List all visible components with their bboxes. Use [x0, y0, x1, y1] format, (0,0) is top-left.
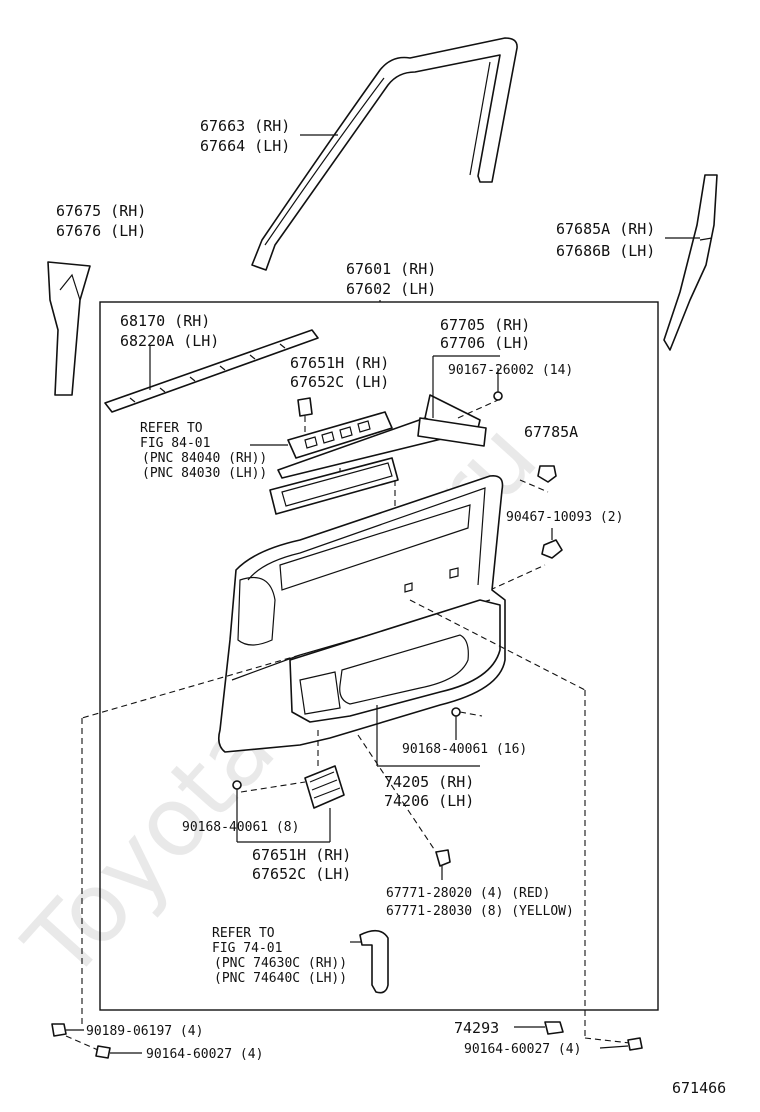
label-90168-8: 90168-40061 (8)	[182, 820, 299, 835]
label-67652c-bot: 67652C (LH)	[252, 865, 351, 883]
label-74293: 74293	[454, 1019, 499, 1037]
clip-90168-8	[232, 780, 306, 842]
fastener-90164-right	[599, 1037, 643, 1051]
label-67771-yellow: 67771-28030 (8) (YELLOW)	[386, 904, 574, 919]
label-90467: 90467-10093 (2)	[506, 510, 623, 525]
label-67705: 67705 (RH)	[440, 316, 530, 334]
label-67652c-top: 67652C (LH)	[290, 373, 389, 391]
label-90189: 90189-06197 (4)	[86, 1024, 203, 1039]
armrest-cover	[237, 730, 345, 843]
refer2-line1: REFER TO	[212, 926, 275, 941]
label-67771-red: 67771-28020 (4) (RED)	[386, 886, 550, 901]
fastener-90189	[51, 1023, 84, 1037]
label-68170: 68170 (RH)	[120, 312, 210, 330]
clip-90167	[457, 368, 503, 419]
refer2-line3: (PNC 74630C (RH))	[214, 956, 347, 971]
label-90164-right: 90164-60027 (4)	[464, 1042, 581, 1057]
armrest	[289, 599, 501, 767]
fastener-90164-left	[65, 1035, 142, 1059]
refer1-line4: (PNC 84030 (LH))	[142, 466, 267, 481]
fastener-74293	[514, 1021, 564, 1035]
assist-grip	[350, 929, 389, 994]
label-67685a: 67685A (RH)	[556, 220, 655, 238]
switch-base	[297, 397, 313, 432]
clip-90467	[489, 528, 563, 591]
pillar-trim-right	[663, 174, 718, 351]
upper-trim-panel	[277, 355, 500, 479]
refer2-line2: FIG 74-01	[212, 941, 282, 956]
clip-67771	[357, 734, 451, 880]
label-67686b: 67686B (LH)	[556, 242, 655, 260]
label-68220a: 68220A (LH)	[120, 332, 219, 350]
label-74205: 74205 (RH)	[384, 773, 474, 791]
refer1-line1: REFER TO	[140, 421, 203, 436]
label-90167: 90167-26002 (14)	[448, 363, 573, 378]
label-67706: 67706 (LH)	[440, 334, 530, 352]
label-67651h-top: 67651H (RH)	[290, 354, 389, 372]
label-67663: 67663 (RH)	[200, 117, 290, 135]
label-67602: 67602 (LH)	[346, 280, 436, 298]
pillar-trim-left	[47, 261, 91, 396]
clip-67785a	[519, 465, 557, 493]
label-67675: 67675 (RH)	[56, 202, 146, 220]
refer1-line3: (PNC 84040 (RH))	[142, 451, 267, 466]
belt-moulding	[104, 329, 319, 413]
label-67785a: 67785A	[524, 423, 578, 441]
refer1-line2: FIG 84-01	[140, 436, 210, 451]
label-67651h-bot: 67651H (RH)	[252, 846, 351, 864]
label-90168-16: 90168-40061 (16)	[402, 742, 527, 757]
label-67676: 67676 (LH)	[56, 222, 146, 240]
diagram-number: 671466	[672, 1079, 726, 1097]
label-67601: 67601 (RH)	[346, 260, 436, 278]
label-74206: 74206 (LH)	[384, 792, 474, 810]
dash-left-fastener	[81, 654, 301, 719]
refer2-line4: (PNC 74640C (LH))	[214, 971, 347, 986]
assembly-frame	[99, 301, 659, 1011]
window-frame-moulding	[251, 37, 518, 271]
dash-right-bolt	[584, 1037, 631, 1044]
dash-right-fastener	[409, 599, 586, 691]
label-67664: 67664 (LH)	[200, 137, 290, 155]
clip-90168-16	[451, 707, 483, 740]
label-90164-left: 90164-60027 (4)	[146, 1047, 263, 1062]
